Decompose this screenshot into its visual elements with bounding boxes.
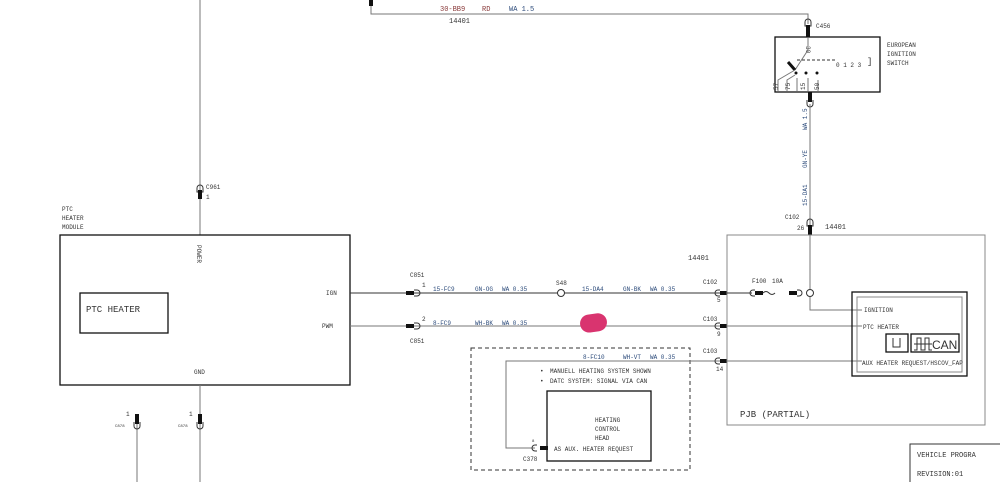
svg-text:15-DA1: 15-DA1 [802, 184, 809, 206]
svg-text:POWER: POWER [195, 245, 202, 263]
svg-text:PTC: PTC [62, 206, 73, 213]
svg-text:9: 9 [717, 331, 721, 338]
ground-connectors: 1 C878 1 C878 [115, 385, 204, 482]
wire-color: RD [482, 6, 490, 14]
can-signal-icon [910, 333, 960, 353]
svg-text:HEATING: HEATING [595, 417, 621, 424]
fuse-f100: F100 [752, 278, 767, 285]
svg-text:IGNITION: IGNITION [864, 307, 893, 314]
svg-text:]: ] [867, 57, 872, 67]
svg-text:26: 26 [797, 225, 805, 232]
splice-s48: S48 [556, 280, 567, 287]
svg-text:WH-BK: WH-BK [475, 320, 493, 327]
svg-text:GND: GND [194, 369, 205, 376]
svg-text:PTC HEATER: PTC HEATER [863, 324, 899, 331]
svg-text:VEHICLE PROGRA: VEHICLE PROGRA [917, 452, 977, 460]
pjb-partial: 14401 PJB (PARTIAL) F100 10A IGNITION PT… [688, 234, 986, 426]
svg-text:C878: C878 [115, 425, 125, 429]
svg-text:14401: 14401 [825, 224, 846, 232]
connector-c456: C456 [816, 23, 831, 30]
svg-text:C378: C378 [523, 456, 538, 463]
svg-text:8-FC9: 8-FC9 [433, 320, 451, 327]
svg-text:8: 8 [532, 440, 535, 444]
svg-text:HEAD: HEAD [595, 435, 610, 442]
svg-text:WA 1.5: WA 1.5 [802, 108, 809, 130]
svg-text:WA 0.35: WA 0.35 [502, 286, 528, 293]
svg-text:IGN: IGN [326, 290, 337, 297]
ptc-heater-label: PTC HEATER [86, 305, 141, 315]
wire-circuit: 30-BB9 [440, 6, 465, 14]
svg-text:C102: C102 [785, 214, 800, 221]
svg-text:C103: C103 [703, 348, 718, 355]
ign-wire: C851 1 15-FC9 GN-OG WA 0.35 S48 15-DA4 G… [350, 272, 727, 304]
svg-text:5: 5 [717, 297, 721, 304]
svg-text:•: • [540, 378, 544, 385]
svg-text:C961: C961 [206, 184, 221, 191]
svg-text:PWM: PWM [322, 323, 333, 330]
fuse-icon [762, 291, 776, 295]
svg-text:57: 57 [773, 82, 780, 90]
svg-text:C878: C878 [178, 425, 188, 429]
svg-text:1: 1 [422, 282, 426, 289]
svg-text:WA 0.35: WA 0.35 [502, 320, 528, 327]
ptc-heater-module: C961 1 PTC HEATER MODULE POWER PTC HEATE… [59, 0, 351, 386]
svg-text:GN-YE: GN-YE [802, 150, 809, 168]
svg-text:IGNITION: IGNITION [887, 51, 916, 58]
pwm-wire: C851 2 8-FC9 WH-BK WA 0.35 C103 9 [350, 313, 727, 345]
svg-text:WH-VT: WH-VT [623, 354, 641, 361]
annotation-marker [580, 313, 607, 333]
svg-text:2: 2 [422, 316, 426, 323]
heating-control-head-section: 8-FC10 WH-VT WA 0.35 C103 14 • MANUELL H… [470, 347, 727, 471]
svg-text:GN-OG: GN-OG [475, 286, 493, 293]
svg-text:75: 75 [785, 82, 792, 90]
svg-text:1: 1 [206, 194, 210, 201]
svg-text:HEATER: HEATER [62, 215, 84, 222]
svg-text:15-FC9: 15-FC9 [433, 286, 455, 293]
svg-text:1: 1 [126, 411, 130, 418]
svg-text:WA 0.35: WA 0.35 [650, 286, 676, 293]
svg-text:WA 0.35: WA 0.35 [650, 354, 676, 361]
svg-text:C102: C102 [703, 279, 718, 286]
pwm-signal-icon [885, 333, 909, 353]
title-block: VEHICLE PROGRA REVISION:01 [909, 443, 1000, 482]
wire-gauge: WA 1.5 [509, 6, 534, 14]
svg-text:AUX HEATER REQUEST/HSCOV_FAP: AUX HEATER REQUEST/HSCOV_FAP [862, 360, 963, 367]
svg-text:C103: C103 [703, 316, 718, 323]
svg-text:14: 14 [716, 366, 724, 373]
svg-text:•: • [540, 368, 544, 375]
top-wire: 30-BB9 RD WA 1.5 14401 [369, 0, 809, 26]
svg-text:C851: C851 [410, 272, 425, 279]
svg-text:1: 1 [189, 411, 193, 418]
svg-text:15-DA4: 15-DA4 [582, 286, 604, 293]
svg-text:AS AUX. HEATER REQUEST: AS AUX. HEATER REQUEST [554, 446, 634, 453]
svg-text:15: 15 [800, 82, 807, 90]
svg-text:EUROPEAN: EUROPEAN [887, 42, 916, 49]
svg-text:CAN: CAN [932, 338, 957, 352]
switch-positions: 0 1 2 3 [836, 62, 862, 69]
svg-text:50: 50 [814, 82, 821, 90]
harness-number: 14401 [449, 18, 470, 26]
pjb-label: PJB (PARTIAL) [740, 410, 810, 420]
svg-text:10A: 10A [772, 278, 783, 285]
svg-text:C851: C851 [410, 338, 425, 345]
svg-text:14401: 14401 [688, 255, 709, 263]
svg-text:8-FC10: 8-FC10 [583, 354, 605, 361]
ignition-switch: C456 30 0 1 2 3 ] 57 75 15 50 EUROPEAN I… [773, 18, 916, 108]
note-2: DATC SYSTEM: SIGNAL VIA CAN [550, 378, 648, 385]
svg-text:MODULE: MODULE [62, 224, 84, 231]
switch-output-wire: WA 1.5 GN-YE 15-DA1 C102 26 14401 [785, 104, 846, 235]
note-1: MANUELL HEATING SYSTEM SHOWN [550, 368, 651, 375]
svg-text:CONTROL: CONTROL [595, 426, 621, 433]
svg-text:REVISION:01: REVISION:01 [917, 471, 963, 479]
svg-text:GN-BK: GN-BK [623, 286, 641, 293]
svg-text:SWITCH: SWITCH [887, 60, 909, 67]
